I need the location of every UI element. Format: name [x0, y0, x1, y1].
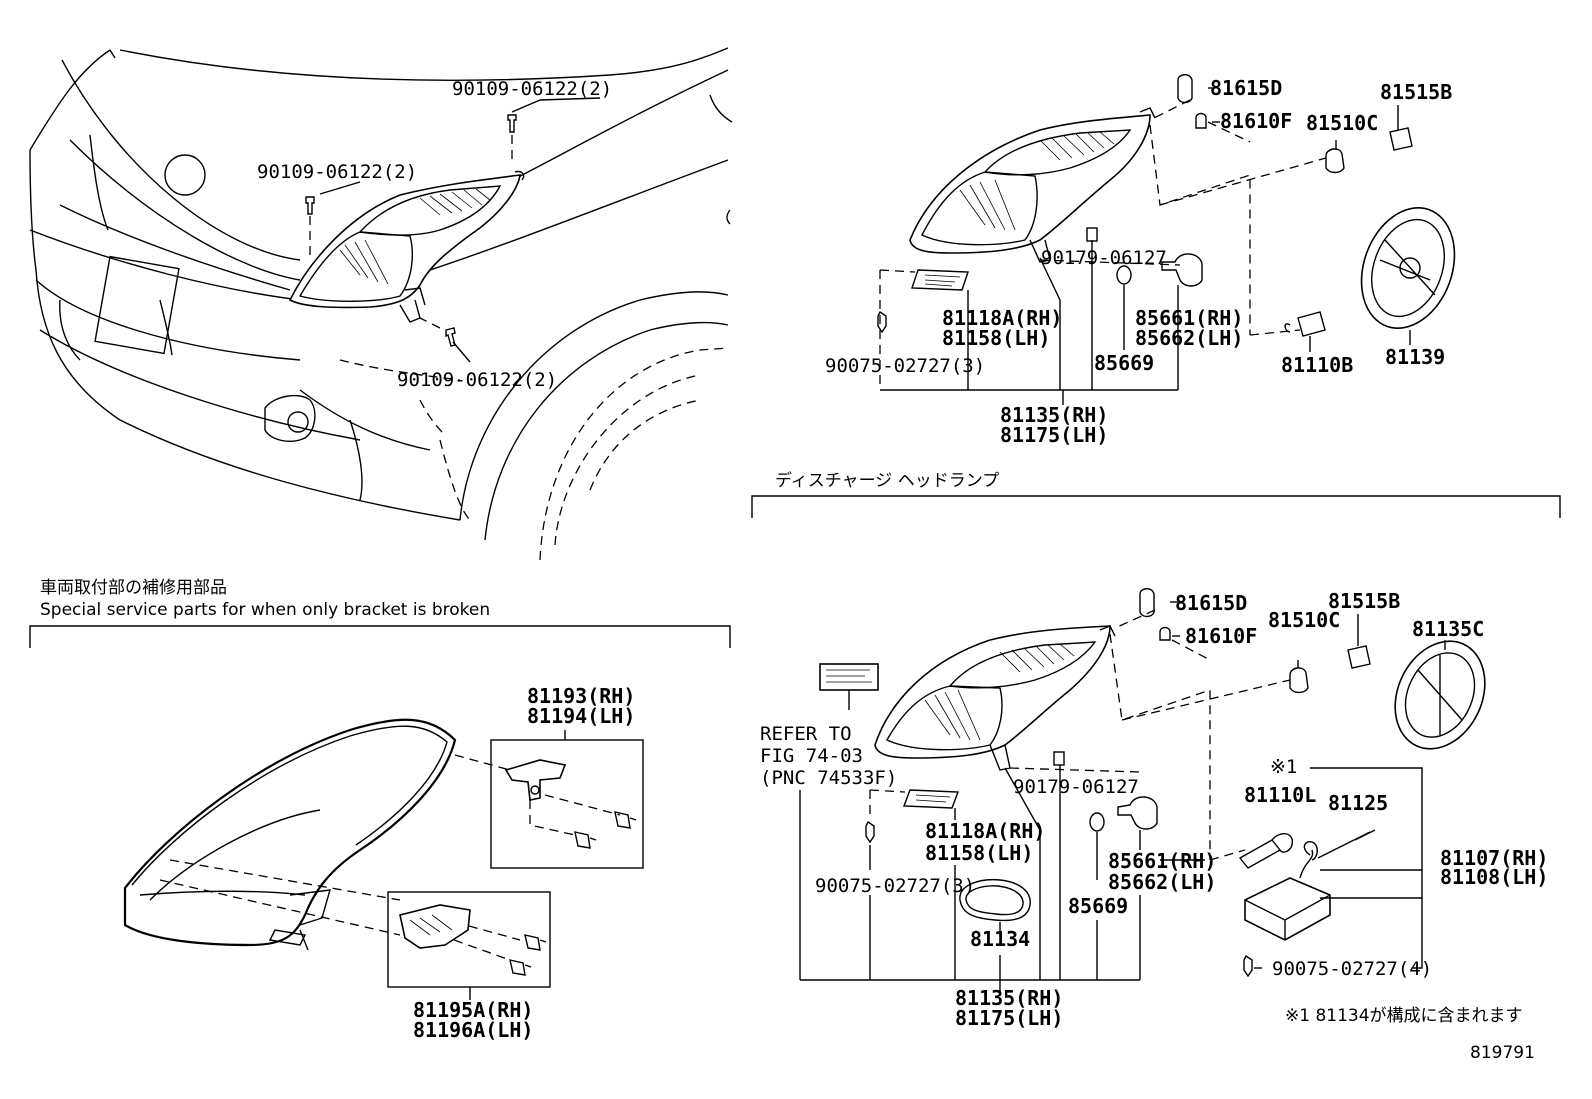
label-81175-lh-top: 81175(LH)	[1000, 423, 1108, 447]
label-81510c-discharge: 81510C	[1268, 608, 1340, 632]
label-refer-pnc: (PNC 74533F)	[760, 767, 897, 789]
label-81107-rh: 81107(RH)	[1440, 846, 1548, 870]
label-81158-lh-top: 81158(LH)	[942, 326, 1050, 350]
label-90179-06127-discharge: 90179-06127	[1013, 776, 1139, 798]
label-81195a-rh: 81195A(RH)	[413, 998, 533, 1022]
label-81134: 81134	[970, 927, 1030, 951]
label-85661-rh-top: 85661(RH)	[1135, 306, 1243, 330]
discharge-headlamp-title: ディスチャージ ヘッドランプ	[775, 470, 999, 491]
label-90109-06122-top: 90109-06122(2)	[452, 78, 612, 100]
label-81108-lh: 81108(LH)	[1440, 865, 1548, 889]
label-90075-02727-3-discharge: 90075-02727(3)	[815, 875, 975, 897]
label-81118a-rh-discharge: 81118A(RH)	[925, 819, 1045, 843]
label-81158-lh-discharge: 81158(LH)	[925, 841, 1033, 865]
halogen-headlamp-assembly	[877, 74, 1456, 405]
label-81193-rh: 81193(RH)	[527, 684, 635, 708]
label-85662-lh-top: 85662(LH)	[1135, 326, 1243, 350]
label-81610f-top: 81610F	[1220, 109, 1292, 133]
label-81615d-top: 81615D	[1210, 76, 1282, 100]
vehicle-front-view	[29, 47, 733, 561]
label-81135-rh-discharge: 81135(RH)	[955, 986, 1063, 1010]
label-90109-06122-bottom: 90109-06122(2)	[397, 369, 557, 391]
label-81610f-discharge: 81610F	[1185, 624, 1257, 648]
label-90075-02727-4: 90075-02727(4)	[1272, 958, 1432, 980]
label-refer-to: REFER TO	[760, 723, 852, 745]
label-85661-rh-discharge: 85661(RH)	[1108, 849, 1216, 873]
label-85662-lh-discharge: 85662(LH)	[1108, 870, 1216, 894]
label-81118a-rh-top: 81118A(RH)	[942, 306, 1062, 330]
label-81135-rh-top: 81135(RH)	[1000, 403, 1108, 427]
footnote-text: ※1 81134が構成に含まれます	[1285, 1006, 1523, 1026]
label-81125: 81125	[1328, 791, 1388, 815]
service-parts-assembly	[123, 718, 644, 1000]
label-81110l: 81110L	[1244, 783, 1316, 807]
figure-number: 819791	[1470, 1043, 1535, 1063]
label-81110b: 81110B	[1281, 353, 1353, 377]
label-81510c-top: 81510C	[1306, 111, 1378, 135]
service-parts-title-en: Special service parts for when only brac…	[40, 600, 490, 620]
label-81615d-discharge: 81615D	[1175, 591, 1247, 615]
label-81515b-top: 81515B	[1380, 80, 1452, 104]
label-85669-discharge: 85669	[1068, 894, 1128, 918]
service-parts-title-jp: 車両取付部の補修用部品	[40, 578, 227, 598]
label-85669-top: 85669	[1094, 351, 1154, 375]
label-90075-02727-top: 90075-02727(3)	[825, 355, 985, 377]
discharge-headlamp-assembly	[799, 588, 1486, 992]
label-90179-06127-top: 90179-06127	[1041, 247, 1167, 269]
footnote-mark-1: ※1	[1270, 756, 1297, 778]
label-81135c: 81135C	[1412, 617, 1484, 641]
label-90109-06122-left: 90109-06122(2)	[257, 161, 417, 183]
discharge-section-bracket	[751, 495, 1561, 518]
label-81139: 81139	[1385, 345, 1445, 369]
label-81175-lh-discharge: 81175(LH)	[955, 1006, 1063, 1030]
label-81515b-discharge: 81515B	[1328, 589, 1400, 613]
label-81196a-lh: 81196A(LH)	[413, 1018, 533, 1042]
label-refer-fig: FIG 74-03	[760, 745, 863, 767]
service-section-bracket	[29, 625, 731, 648]
label-81194-lh: 81194(LH)	[527, 704, 635, 728]
